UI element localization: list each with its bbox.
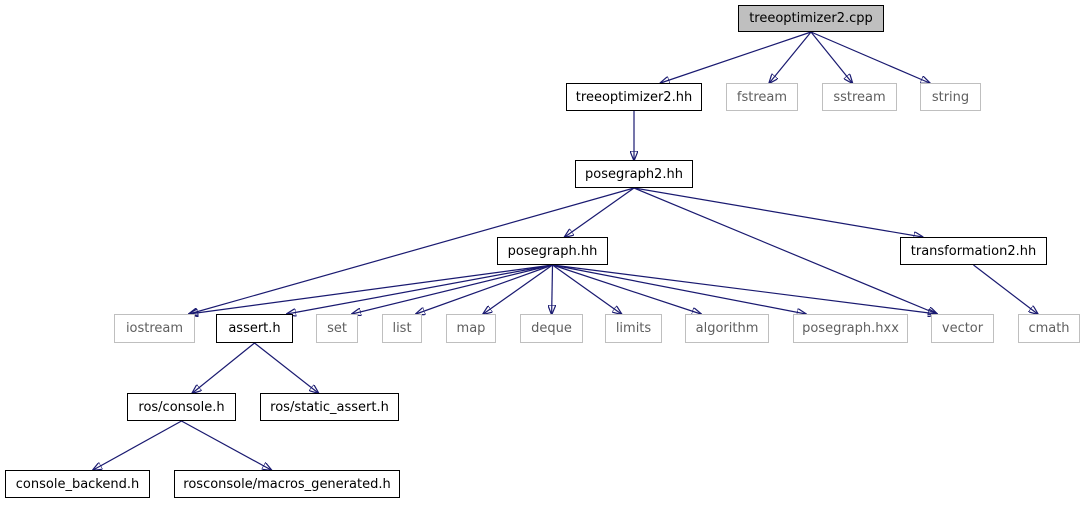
edge-treeoptimizer2_cpp-to-sstream [810,31,852,83]
node-console-backend-h[interactable]: console_backend.h [5,470,150,498]
edge-posegraph_hh-to-list [416,264,553,314]
edge-ros_console_h-to-rosconsole_macros_generated_h [181,420,272,470]
edge-posegraph_hh-to-set [352,264,553,314]
node-iostream: iostream [114,314,195,343]
node-sstream: sstream [822,83,897,111]
node-posegraph-hh[interactable]: posegraph.hh [497,237,608,265]
node-rosconsole-macros-generated-h[interactable]: rosconsole/macros_generated.h [174,470,400,498]
edge-posegraph_hh-to-vector [552,264,938,314]
edge-posegraph_hh-to-assert_h [287,264,553,314]
edge-posegraph2_hh-to-vector [633,187,937,314]
node-string: string [920,83,981,111]
edge-posegraph2_hh-to-iostream [189,187,635,314]
edge-ros_console_h-to-console_backend_h [93,420,182,470]
edge-treeoptimizer2_cpp-to-treeoptimizer2_hh [661,31,812,83]
edge-posegraph_hh-to-limits [552,264,622,314]
node-vector: vector [931,314,994,343]
node-ros-console-h[interactable]: ros/console.h [127,393,236,421]
node-limits: limits [605,314,662,343]
node-assert-h[interactable]: assert.h [216,314,293,343]
node-ros-static-assert-h[interactable]: ros/static_assert.h [260,393,399,421]
node-algorithm: algorithm [685,314,769,343]
node-cmath: cmath [1018,314,1080,343]
edge-posegraph2_hh-to-transformation2_hh [633,187,923,237]
edge-posegraph2_hh-to-posegraph_hh [565,187,635,237]
node-list: list [382,314,422,343]
node-map: map [446,314,496,343]
node-posegraph2-hh[interactable]: posegraph2.hh [575,160,693,188]
edge-posegraph_hh-to-deque [552,264,553,314]
edge-posegraph_hh-to-posegraph_hxx [552,264,806,314]
edge-treeoptimizer2_cpp-to-fstream [769,31,812,83]
edge-assert_h-to-ros_static_assert_h [254,342,319,393]
edge-posegraph_hh-to-iostream [189,264,553,314]
edge-assert_h-to-ros_console_h [192,342,255,393]
edge-treeoptimizer2_cpp-to-string [810,31,930,83]
edge-posegraph_hh-to-map [483,264,553,314]
node-posegraph-hxx: posegraph.hxx [793,314,908,343]
edge-posegraph_hh-to-algorithm [552,264,701,314]
edge-transformation2_hh-to-cmath [973,264,1038,314]
node-set: set [316,314,358,343]
node-treeoptimizer2-cpp: treeoptimizer2.cpp [738,5,884,32]
node-treeoptimizer2-hh[interactable]: treeoptimizer2.hh [566,83,702,111]
node-fstream: fstream [726,83,798,111]
node-deque: deque [520,314,583,343]
node-transformation2-hh[interactable]: transformation2.hh [900,237,1047,265]
